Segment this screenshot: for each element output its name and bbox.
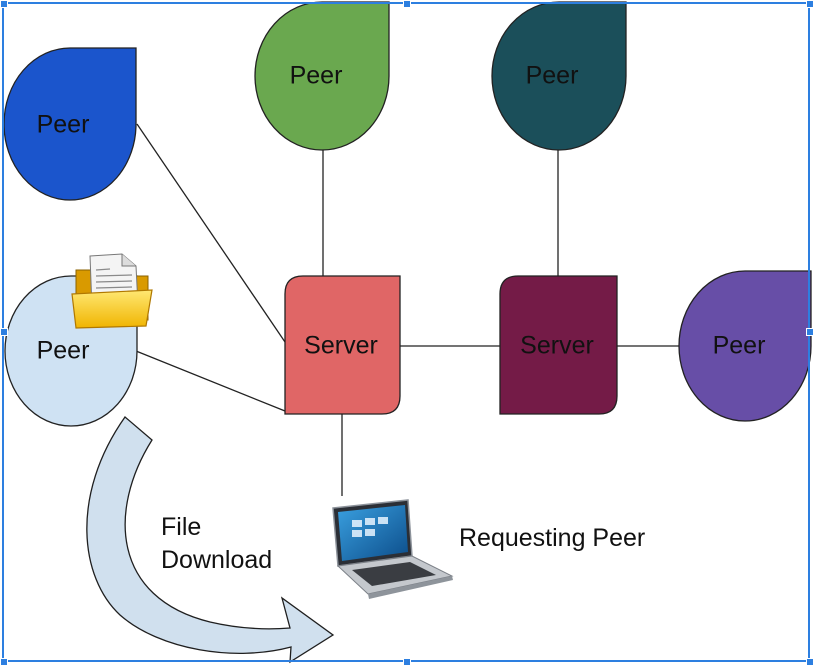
resize-handle-top-right[interactable]: [806, 0, 814, 8]
edge-light-peer-server: [135, 350, 286, 412]
file-folder-icon: [71, 253, 153, 329]
peer-green[interactable]: [254, 1, 390, 151]
resize-handle-right[interactable]: [806, 328, 814, 336]
file-download-line-1: File: [161, 513, 202, 541]
server-right[interactable]: [499, 275, 618, 415]
resize-handle-bottom[interactable]: [403, 658, 411, 666]
curved-arrow-icon: [86, 416, 335, 664]
file-download-label: File Download: [161, 511, 272, 577]
resize-handle-left[interactable]: [0, 328, 8, 336]
peer-teal[interactable]: [491, 1, 627, 151]
peer-blue[interactable]: [3, 47, 137, 201]
resize-handle-bottom-right[interactable]: [806, 658, 814, 666]
server-left[interactable]: [284, 275, 401, 415]
edge-blue-peer-server: [136, 123, 286, 343]
requesting-peer-label: Requesting Peer: [459, 524, 646, 552]
resize-handle-top[interactable]: [403, 0, 411, 8]
file-download-line-2: Download: [161, 546, 273, 574]
resize-handle-top-left[interactable]: [0, 0, 8, 8]
peer-purple[interactable]: [678, 270, 812, 422]
resize-handle-bottom-left[interactable]: [0, 658, 8, 666]
laptop-icon: [332, 499, 454, 599]
